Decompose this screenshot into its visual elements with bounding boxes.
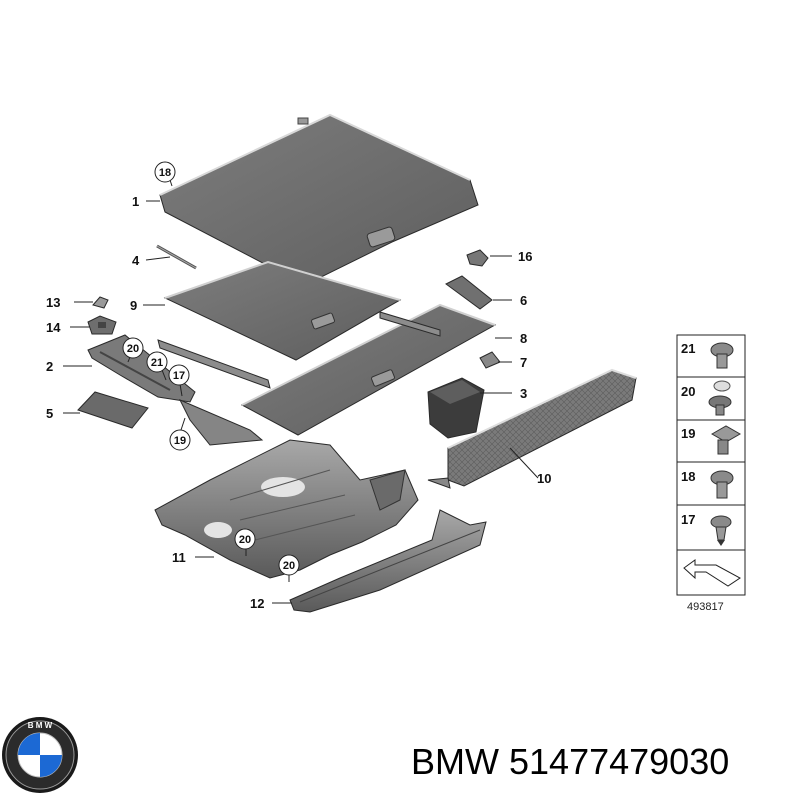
circle-callout-17: 17 <box>168 364 190 386</box>
circle-callout-20-trim: 20 <box>278 554 300 576</box>
bracket-16 <box>466 249 489 267</box>
svg-text:19: 19 <box>174 435 186 447</box>
circle-callout-21: 21 <box>146 351 168 373</box>
circle-callout-18: 18 <box>154 161 176 183</box>
circled-callouts: 18 20 21 17 19 20 20 <box>122 161 300 576</box>
bmw-logo: B M W <box>2 717 78 793</box>
svg-text:17: 17 <box>173 370 185 382</box>
circle-callout-20-tub: 20 <box>234 528 256 550</box>
brand-name: BMW <box>411 741 499 782</box>
svg-text:20: 20 <box>239 534 251 546</box>
callout-6: 6 <box>520 293 527 308</box>
callout-12: 12 <box>250 596 264 611</box>
expanding-rivet-icon <box>708 380 732 416</box>
svg-text:21: 21 <box>151 357 163 369</box>
callout-8: 8 <box>520 331 527 346</box>
svg-text:20: 20 <box>127 343 139 355</box>
callout-1: 1 <box>132 194 139 209</box>
bolt-icon <box>710 470 734 499</box>
storage-box <box>427 377 485 439</box>
floor-cover <box>159 113 479 286</box>
side-bracket <box>178 399 264 446</box>
clip-7 <box>479 351 501 369</box>
part-caption: BMW 51477479030 <box>411 740 791 784</box>
circle-callout-20: 20 <box>122 337 144 359</box>
support-rod <box>156 244 197 270</box>
trunk-floor-panel <box>240 303 497 436</box>
svg-text:20: 20 <box>283 560 295 572</box>
legend-label-17: 17 <box>681 512 695 527</box>
legend-label-21: 21 <box>681 341 695 356</box>
callout-16: 16 <box>518 249 532 264</box>
callout-10: 10 <box>537 471 551 486</box>
callout-4: 4 <box>132 253 140 268</box>
part-number: 51477479030 <box>509 741 730 782</box>
diagram-number: 493817 <box>687 601 724 613</box>
trunk-tub <box>154 439 419 579</box>
callout-2: 2 <box>46 359 53 374</box>
flat-plate <box>77 391 149 429</box>
bolt-icon <box>710 342 734 369</box>
callout-5: 5 <box>46 406 53 421</box>
callout-7: 7 <box>520 355 527 370</box>
circle-callout-19: 19 <box>169 429 191 451</box>
svg-text:18: 18 <box>159 167 171 179</box>
callout-11: 11 <box>172 550 186 565</box>
callout-9: 9 <box>130 298 137 313</box>
small-clip <box>92 296 109 309</box>
callout-labels: 1 4 13 9 14 2 5 16 6 8 7 3 10 11 12 <box>46 194 551 611</box>
callout-14: 14 <box>46 320 61 335</box>
lower-trim <box>289 509 487 613</box>
support-rail <box>157 311 441 389</box>
holder <box>87 315 117 335</box>
legend-label-18: 18 <box>681 469 695 484</box>
push-rivet-icon <box>710 515 732 546</box>
sill-trim <box>427 368 637 489</box>
leader-lines <box>63 179 539 604</box>
svg-text:B M W: B M W <box>28 721 53 730</box>
callout-13: 13 <box>46 295 60 310</box>
arrow-icon <box>683 559 741 587</box>
legend-label-20: 20 <box>681 384 695 399</box>
callout-3: 3 <box>520 386 527 401</box>
legend-label-19: 19 <box>681 426 695 441</box>
square-clip-icon <box>710 425 742 455</box>
floor-board <box>163 260 402 361</box>
handle-bracket <box>445 275 493 310</box>
fastener-legend: 21 20 19 18 17 493817 <box>676 334 746 613</box>
